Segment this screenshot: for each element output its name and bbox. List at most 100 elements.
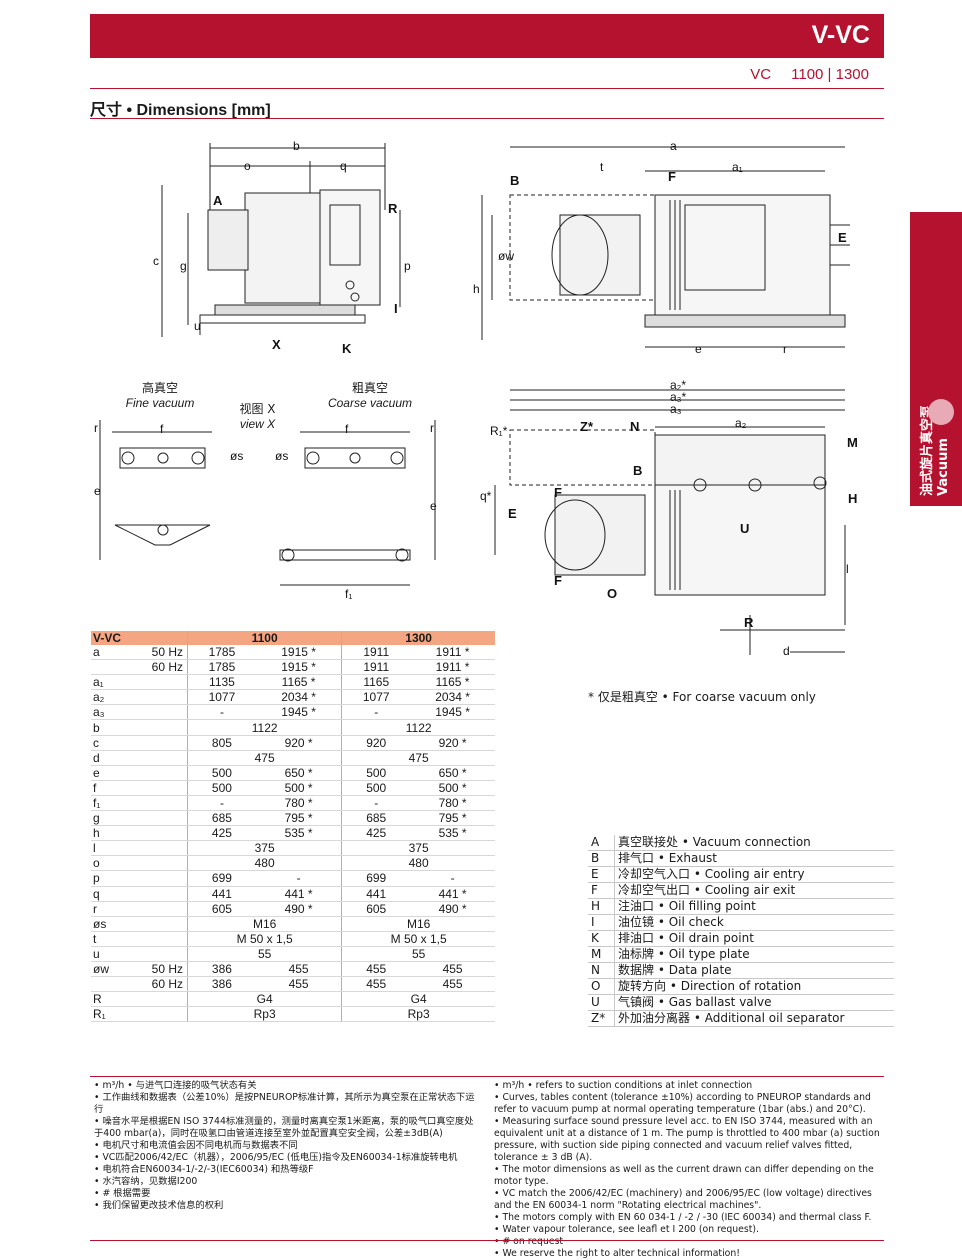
table-cell-1100: 425: [186, 825, 256, 842]
footnote-item: • We reserve the right to alter technica…: [494, 1248, 740, 1259]
svg-text:a₂: a₂: [735, 416, 747, 430]
legend-key: K: [588, 930, 615, 947]
footnote-item: • 电机尺寸和电流值会因不同电机而与数据表不同: [94, 1140, 298, 1151]
table-cell-key: f: [91, 780, 131, 796]
table-cell-1100: 1785: [186, 659, 256, 676]
table-cell-key: u: [91, 946, 131, 962]
table-cell-1300: -: [341, 704, 411, 721]
table-cell-1100: 480: [186, 855, 342, 872]
legend-key: Z*: [588, 1010, 615, 1027]
svg-text:g: g: [180, 259, 187, 273]
svg-text:E: E: [838, 230, 847, 245]
svg-text:r: r: [783, 342, 787, 356]
table-cell-key: b: [91, 719, 131, 736]
table-cell-1100-coarse: 441 *: [255, 886, 342, 902]
table-cell-1100: 441: [186, 886, 256, 902]
table-cell-1100: 386: [186, 961, 256, 978]
table-cell-key: [91, 976, 131, 993]
table-header-1300: 1300: [341, 631, 495, 645]
footnote-item: • # 根据需要: [94, 1188, 151, 1199]
table-header: V-VC 1100 1300: [91, 631, 495, 645]
table-cell-frequency: [131, 674, 188, 691]
table-cell-1300: M 50 x 1,5: [341, 931, 495, 947]
table-cell-1300: 605: [341, 901, 411, 917]
footnote-item: • 电机符合EN60034-1/-2/-3(IEC60034) 和热等级F: [94, 1164, 314, 1175]
product-title: V-VC: [811, 21, 870, 49]
table-cell-1300: 685: [341, 810, 411, 827]
legend-text: 数据牌 • Data plate: [614, 962, 894, 979]
table-cell-key: a: [91, 645, 131, 661]
table-cell-key: øw: [91, 961, 131, 978]
table-cell-1100: G4: [186, 991, 342, 1008]
legend-text: 外加油分离器 • Additional oil separator: [614, 1010, 894, 1027]
table-cell-1300: 475: [341, 750, 495, 766]
table-cell-1300: 1911: [341, 645, 411, 661]
header-banner: V-VC: [90, 14, 884, 58]
model-1300-label: 1300: [835, 66, 869, 83]
table-cell-1100: 500: [186, 765, 256, 781]
table-cell-1100: 375: [186, 840, 342, 857]
legend-key: F: [588, 882, 615, 899]
table-cell-frequency: [131, 795, 188, 812]
legend-row: Z*外加油分离器 • Additional oil separator: [588, 1010, 894, 1027]
table-cell-1300-coarse: 2034 *: [410, 689, 495, 706]
legend-text: 油标牌 • Oil type plate: [614, 946, 894, 963]
svg-text:a: a: [670, 139, 677, 153]
svg-text:B: B: [510, 173, 519, 188]
legend-key: E: [588, 866, 615, 883]
table-cell-frequency: [131, 780, 188, 796]
table-cell-key: l: [91, 840, 131, 857]
table-cell-1100-coarse: 2034 *: [255, 689, 342, 706]
divider: [90, 118, 884, 119]
svg-text:U: U: [740, 521, 749, 536]
svg-text:p: p: [404, 259, 411, 273]
table-cell-1100: 55: [186, 946, 342, 962]
svg-text:M: M: [847, 435, 858, 450]
table-cell-1300-coarse: 795 *: [410, 810, 495, 827]
table-cell-frequency: [131, 1006, 188, 1023]
svg-text:h: h: [473, 282, 480, 296]
legend-text: 冷却空气出口 • Cooling air exit: [614, 882, 894, 899]
svg-text:e: e: [430, 499, 437, 513]
table-cell-key: t: [91, 931, 131, 947]
table-cell-1300: 1911: [341, 659, 411, 676]
table-cell-frequency: [131, 870, 188, 887]
table-cell-1300-coarse: 780 *: [410, 795, 495, 812]
table-cell-key: c: [91, 735, 131, 751]
legend-text: 冷却空气入口 • Cooling air entry: [614, 866, 894, 883]
svg-text:O: O: [607, 586, 617, 601]
table-cell-1300: M16: [341, 916, 495, 932]
svg-text:c: c: [153, 254, 159, 268]
table-cell-key: r: [91, 901, 131, 917]
table-cell-1300-coarse: 535 *: [410, 825, 495, 842]
legend-text: 油位镜 • Oil check: [614, 914, 894, 931]
table-cell-key: a₃: [91, 704, 131, 721]
svg-text:a₂*: a₂*: [670, 378, 686, 392]
table-cell-1300: 500: [341, 765, 411, 781]
table-cell-1300: 480: [341, 855, 495, 872]
svg-text:øw: øw: [498, 249, 514, 263]
table-cell-frequency: 50 Hz: [131, 961, 188, 978]
svg-text:r: r: [94, 421, 98, 435]
table-header-model: V-VC: [91, 631, 188, 645]
table-cell-frequency: [131, 840, 188, 857]
svg-text:b: b: [293, 139, 300, 153]
legend-key: N: [588, 962, 615, 979]
